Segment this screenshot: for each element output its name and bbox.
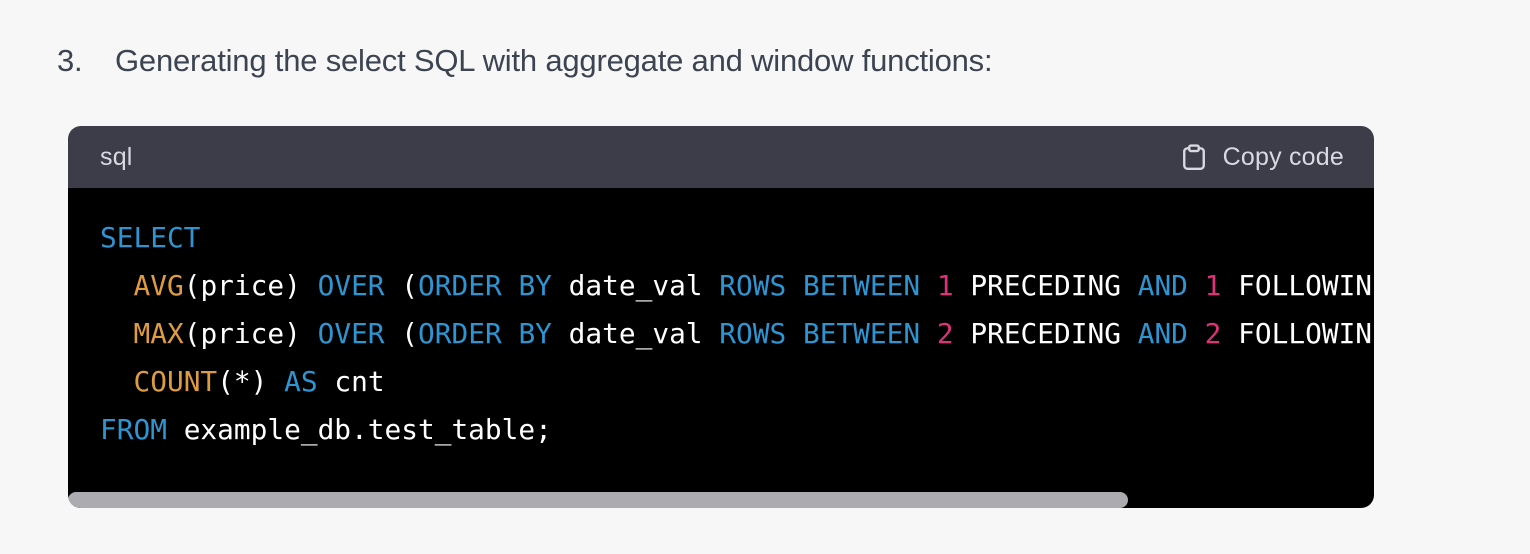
code-token: (*) — [217, 365, 285, 398]
code-token: date_val — [551, 269, 720, 302]
clipboard-icon — [1179, 142, 1209, 172]
copy-code-button[interactable]: Copy code — [1179, 142, 1344, 172]
heading-text: Generating the select SQL with aggregate… — [115, 43, 993, 78]
code-token: ROWS BETWEEN — [719, 317, 921, 350]
code-token: ROWS BETWEEN — [719, 269, 921, 302]
code-token: 2 — [936, 317, 954, 350]
code-token: FOLLOWIN — [1221, 317, 1373, 350]
code-token: AS — [284, 365, 318, 398]
code-token: SELECT — [100, 221, 201, 254]
code-token — [100, 365, 133, 398]
code-token: ORDER BY — [418, 269, 552, 302]
code-line: SELECT — [100, 214, 1374, 262]
code-line: MAX(price) OVER (ORDER BY date_val ROWS … — [100, 310, 1374, 358]
code-language-label: sql — [100, 142, 133, 171]
code-token — [100, 269, 133, 302]
code-token: OVER — [317, 269, 385, 302]
code-block: sql Copy code SELECT AVG(price) OVER (OR… — [68, 126, 1374, 508]
code-token: COUNT — [133, 365, 218, 398]
code-token: 1 — [1204, 269, 1222, 302]
code-token: ( — [384, 269, 419, 302]
copy-code-label: Copy code — [1222, 142, 1344, 171]
code-token — [1188, 269, 1205, 302]
code-token: FROM — [100, 413, 167, 446]
code-scroll-area[interactable]: SELECT AVG(price) OVER (ORDER BY date_va… — [68, 188, 1374, 508]
code-lines: SELECT AVG(price) OVER (ORDER BY date_va… — [100, 214, 1374, 454]
code-block-header: sql Copy code — [68, 126, 1374, 188]
code-token: date_val — [551, 317, 720, 350]
code-token: 2 — [1204, 317, 1222, 350]
code-token: AVG — [133, 269, 184, 302]
horizontal-scrollbar-thumb[interactable] — [68, 492, 1128, 508]
list-item-number: 3. — [57, 43, 83, 78]
code-line: FROM example_db.test_table; — [100, 406, 1374, 454]
code-token — [920, 269, 937, 302]
code-token: (price) — [183, 317, 318, 350]
code-token: 1 — [936, 269, 954, 302]
code-token: AND — [1137, 317, 1188, 350]
code-line: COUNT(*) AS cnt — [100, 358, 1374, 406]
code-token: FOLLOWIN — [1221, 269, 1373, 302]
code-token — [1188, 317, 1205, 350]
code-token: AND — [1137, 269, 1188, 302]
code-token: ORDER BY — [418, 317, 552, 350]
code-token: PRECEDING — [953, 269, 1138, 302]
code-token: ( — [384, 317, 419, 350]
code-token: MAX — [133, 317, 184, 350]
code-token — [100, 317, 133, 350]
code-token: (price) — [183, 269, 318, 302]
code-token: cnt — [317, 365, 385, 398]
code-token: PRECEDING — [953, 317, 1138, 350]
code-line: AVG(price) OVER (ORDER BY date_val ROWS … — [100, 262, 1374, 310]
code-token: example_db.test_table; — [166, 413, 552, 446]
code-token — [920, 317, 937, 350]
step-heading: 3. Generating the select SQL with aggreg… — [57, 42, 993, 80]
code-token: OVER — [317, 317, 385, 350]
